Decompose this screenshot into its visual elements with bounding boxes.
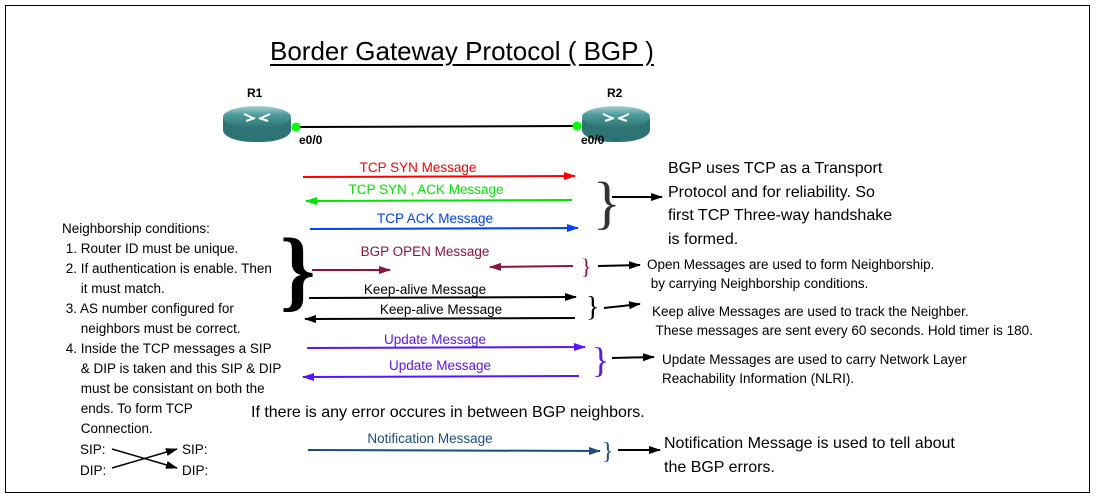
notification-brace: } [602, 439, 614, 465]
tcp-syn-ack-label: TCP SYN , ACK Message [348, 182, 504, 197]
open-brace: } [581, 254, 592, 279]
condition-line: 1. Router ID must be unique. [62, 241, 239, 256]
bgp-open-label: BGP OPEN Message [360, 244, 490, 259]
condition-line: must be consistant on both the [62, 381, 265, 396]
right-dip-label: DIP: [182, 463, 209, 478]
r2-interface-dot [572, 121, 582, 131]
condition-line: 3. AS number configured for [62, 301, 234, 316]
keepalive-arrow-right [308, 293, 577, 302]
keepalive-brace: } [586, 292, 599, 323]
note-line: by carrying Neighborship conditions. [647, 276, 869, 291]
keepalive-note-arrow [603, 301, 641, 310]
r1-interface-dot [291, 122, 301, 132]
note-line: Protocol and for reliability. So [668, 183, 875, 201]
bgp-open-arrow-left [489, 262, 574, 271]
note-line: is formed. [668, 230, 739, 248]
tcp-syn-arrow [302, 172, 576, 181]
note-line: Notification Message is used to tell abo… [664, 435, 955, 452]
link-line [296, 125, 578, 128]
note-line: Open Messages are used to form Neighbors… [647, 257, 935, 272]
note-line: Reachability Information (NLRI). [662, 371, 855, 386]
keepalive-label-1: Keep-alive Message [363, 282, 487, 297]
condition-line: neighbors must be correct. [62, 321, 241, 336]
diagram-frame [5, 5, 1090, 493]
notification-note: Notification Message is used to tell abo… [664, 432, 955, 479]
keepalive-arrow-left [304, 314, 576, 323]
update-label-1: Update Message [383, 332, 487, 347]
condition-line: & DIP is taken and this SIP & DIP [62, 361, 282, 376]
note-line: Keep alive Messages are used to track th… [652, 304, 969, 319]
note-line: the BGP errors. [664, 458, 775, 476]
tcp-ack-arrow [309, 224, 579, 233]
page-title: Border Gateway Protocol ( BGP ) [270, 36, 654, 66]
condition-line: it must match. [62, 281, 165, 296]
keepalive-label-2: Keep-alive Message [379, 302, 503, 317]
update-brace: } [592, 340, 609, 380]
open-note: Open Messages are used to form Neighbors… [647, 255, 934, 293]
left-sip-label: SIP: [80, 442, 106, 457]
router-r1-label: R1 [247, 86, 263, 100]
conditions-brace: } [280, 221, 315, 320]
note-line: These messages are sent every 60 seconds… [652, 323, 1033, 338]
router-r2-label: R2 [607, 86, 623, 100]
r1-interface-label: e0/0 [299, 133, 323, 147]
neighborship-conditions: Neighborship conditions: 1. Router ID mu… [62, 219, 281, 439]
dip-to-sip-arrow [111, 448, 178, 469]
tcp-brace: } [593, 170, 621, 235]
r2-interface-label: e0/0 [581, 133, 605, 147]
update-arrow-right [306, 343, 586, 352]
tcp-syn-ack-arrow [305, 196, 573, 205]
right-sip-label: SIP: [182, 442, 208, 457]
update-label-2: Update Message [388, 358, 492, 373]
condition-line: 4. Inside the TCP messages a SIP [62, 341, 272, 356]
error-note: If there is any error occures in between… [251, 404, 645, 421]
tcp-syn-label: TCP SYN Message [359, 160, 477, 175]
router-r2-icon[interactable] [582, 106, 650, 142]
open-note-arrow [597, 261, 641, 270]
router-r1-icon[interactable] [223, 106, 291, 142]
notification-arrow [307, 446, 601, 455]
condition-line: Connection. [62, 421, 153, 436]
note-line: Update Messages are used to carry Networ… [662, 352, 967, 367]
condition-line: ends. To form TCP [62, 401, 193, 416]
update-note-arrow [611, 353, 655, 362]
update-note: Update Messages are used to carry Networ… [662, 350, 967, 388]
condition-line: 2. If authentication is enable. Then [62, 261, 272, 276]
notification-label: Notification Message [367, 431, 493, 446]
left-dip-label: DIP: [80, 463, 107, 478]
update-arrow-left [302, 372, 580, 381]
keepalive-note: Keep alive Messages are used to track th… [652, 302, 1033, 340]
tcp-ack-label: TCP ACK Message [376, 211, 494, 226]
note-line: BGP uses TCP as a Transport [668, 160, 883, 177]
conditions-heading: Neighborship conditions: [62, 221, 210, 236]
note-line: first TCP Three-way handshake [668, 207, 893, 224]
